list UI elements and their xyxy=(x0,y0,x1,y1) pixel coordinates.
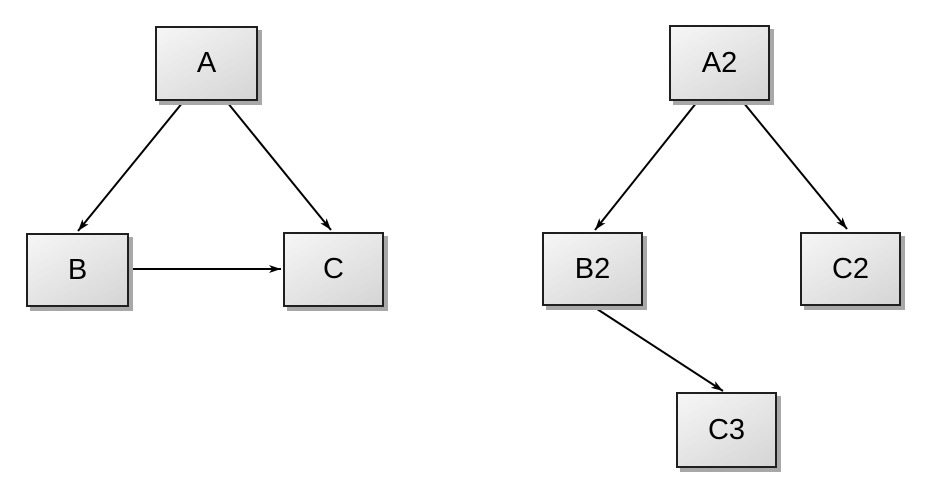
graph-node-B[interactable]: B xyxy=(26,233,129,307)
edge-A-C[interactable] xyxy=(226,101,332,231)
graph-node-C[interactable]: C xyxy=(283,232,384,307)
node-label: C3 xyxy=(707,413,746,446)
graph-node-C3[interactable]: C3 xyxy=(676,392,777,468)
edge-B2-C3[interactable] xyxy=(593,306,724,392)
graph-node-A2[interactable]: A2 xyxy=(669,25,770,101)
node-label: A2 xyxy=(701,46,738,79)
node-label: A xyxy=(196,47,217,79)
edge-A2-B2[interactable] xyxy=(594,101,698,231)
edge-A-B[interactable] xyxy=(77,101,184,232)
graph-node-A[interactable]: A xyxy=(155,26,258,101)
node-label: B2 xyxy=(574,252,611,285)
edge-A2-C2[interactable] xyxy=(742,101,848,230)
graph-node-B2[interactable]: B2 xyxy=(542,232,643,306)
node-label: C2 xyxy=(831,252,870,285)
node-label: C xyxy=(323,253,344,285)
edge-group xyxy=(77,101,848,392)
node-label: B xyxy=(67,253,88,286)
graph-node-C2[interactable]: C2 xyxy=(800,232,901,306)
